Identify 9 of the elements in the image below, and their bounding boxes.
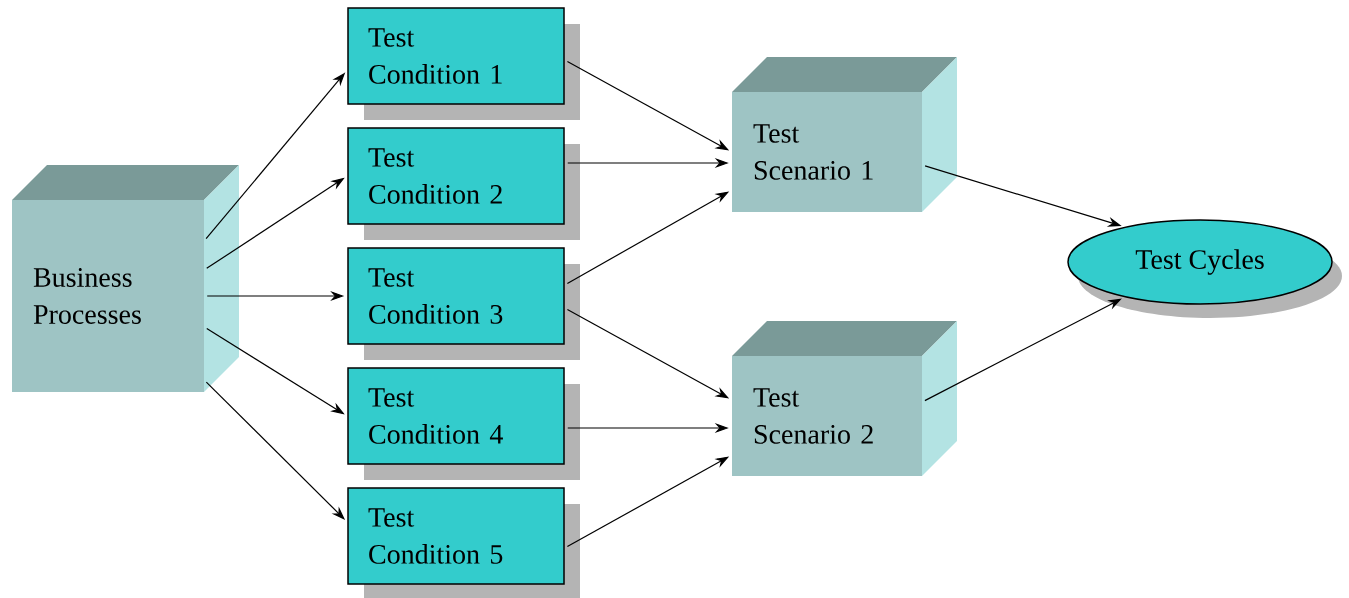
condition-box: Test Condition 1: [347, 7, 580, 120]
cube-box: Test Scenario 2: [732, 321, 957, 476]
cube-box: Business Processes: [12, 165, 239, 392]
condition-box: Test Condition 2: [347, 127, 580, 240]
condition-box: Test Condition 5: [347, 487, 580, 598]
ellipse-node: Test Cycles: [1067, 219, 1342, 318]
condition-box: Test Condition 3: [347, 247, 580, 360]
cube-box: Test Scenario 1: [732, 57, 957, 212]
condition-box: Test Condition 4: [347, 367, 580, 480]
